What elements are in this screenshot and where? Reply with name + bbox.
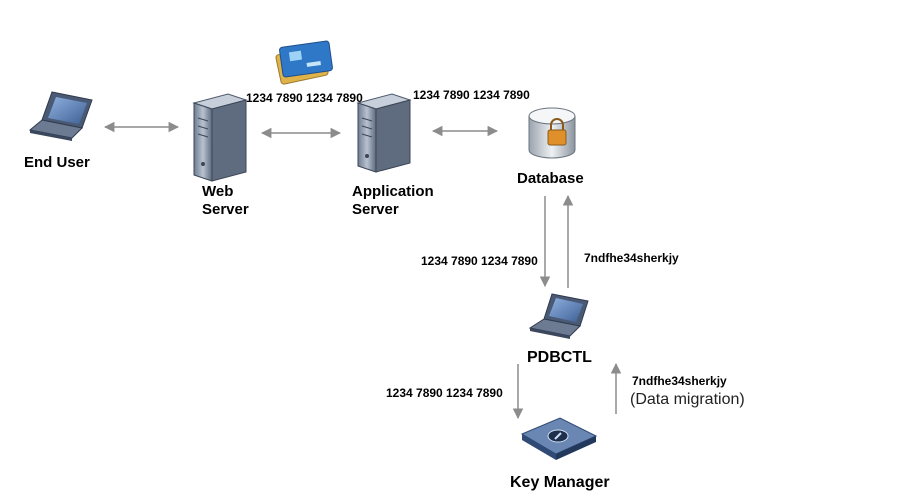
encrypted-km-label: 7ndfhe34sherkjy [632,374,727,388]
card-number-app-label: 1234 7890 1234 7890 [413,88,530,102]
app-server-label: Application Server [352,183,434,219]
server-tower-icon [192,93,248,182]
data-migration-note: (Data migration) [630,391,745,408]
card-number-km-label: 1234 7890 1234 7890 [386,386,503,400]
app-server-label-line1: Application [352,183,434,200]
card-number-db-label: 1234 7890 1234 7890 [421,254,538,268]
web-server-label-line2: Server [202,201,249,218]
web-server-label-line1: Web [202,183,234,200]
encrypted-db-label: 7ndfhe34sherkjy [584,251,679,265]
credit-cards-icon [275,40,333,85]
app-server-label-line2: Server [352,201,399,218]
end-user-label: End User [24,154,90,171]
database-lock-icon [528,107,576,159]
card-number-web-label: 1234 7890 1234 7890 [246,91,363,105]
pdbctl-label: PDBCTL [527,349,592,366]
server-tower-icon [356,93,412,173]
key-manager-label: Key Manager [510,474,610,491]
web-server-label: Web Server [202,183,249,219]
key-manager-appliance-icon [520,417,598,460]
laptop-icon [28,91,93,141]
laptop-icon [528,293,589,339]
database-label: Database [517,170,584,187]
